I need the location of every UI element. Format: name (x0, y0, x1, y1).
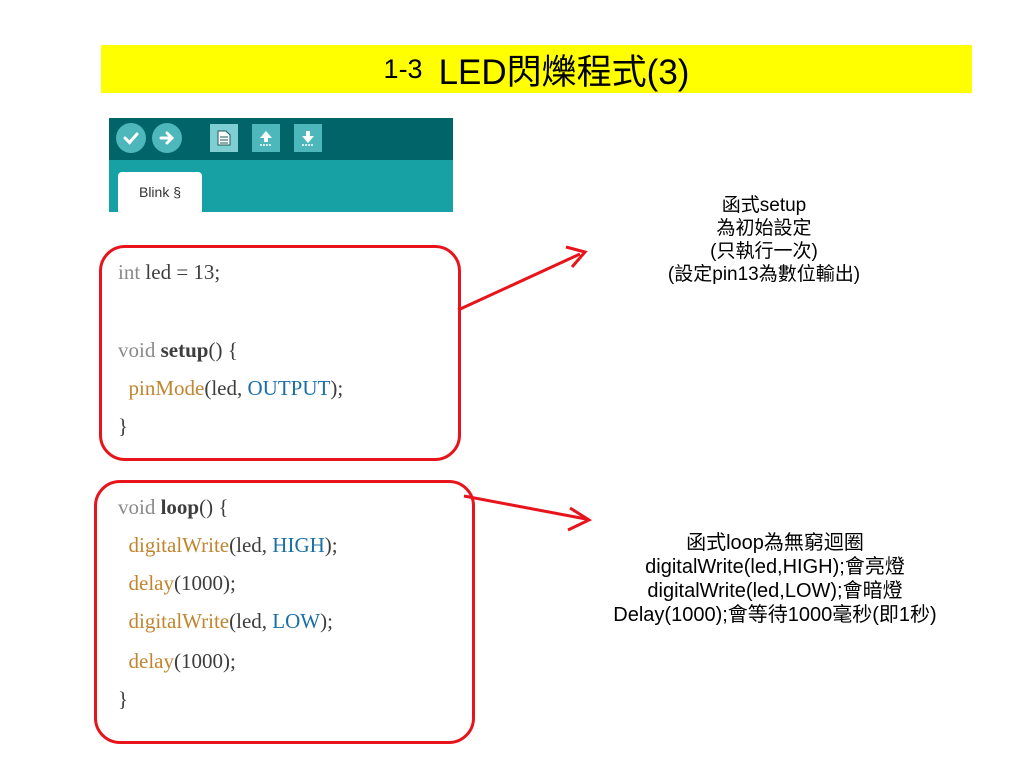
verify-icon[interactable] (116, 123, 146, 153)
desc-line: 函式setup (721, 195, 807, 216)
loop-code-box: void loop() { digitalWrite(led, HIGH); d… (94, 480, 475, 744)
setup-description: 函式setup 為初始設定 (只執行一次) (設定pin13為數位輸出) (604, 194, 924, 286)
code-line: void setup() { (118, 338, 238, 362)
code-line: } (118, 414, 129, 438)
open-icon[interactable] (252, 124, 280, 152)
upload-icon[interactable] (152, 123, 182, 153)
arduino-ide-header: Blink § (109, 118, 453, 212)
desc-line: digitalWrite(led,HIGH);會亮燈 (645, 556, 905, 578)
new-icon[interactable] (210, 124, 238, 152)
desc-line: (設定pin13為數位輸出) (667, 264, 861, 285)
desc-line: 為初始設定 (716, 218, 812, 239)
code-line: delay(1000); (128, 649, 236, 673)
desc-line: digitalWrite(led,LOW);會暗燈 (647, 580, 903, 602)
title-number: 1-3 (383, 53, 423, 84)
code-line: digitalWrite(led, HIGH); (128, 533, 338, 557)
arrow-setup-head (565, 245, 588, 268)
code-line: digitalWrite(led, LOW); (128, 609, 333, 633)
ide-tab-bar: Blink § (109, 160, 453, 212)
arrow-setup (457, 252, 581, 312)
slide-title: 1-3 LED閃爍程式(3) (101, 45, 972, 93)
code-line: delay(1000); (128, 571, 236, 595)
arrow-loop-head (567, 506, 593, 532)
code-line: pinMode(led, OUTPUT); (128, 376, 344, 400)
arrow-loop (463, 494, 587, 521)
desc-line: (只執行一次) (710, 241, 818, 262)
title-text: LED閃爍程式(3) (438, 52, 690, 92)
code-line: void loop() { (118, 495, 229, 519)
desc-line: Delay(1000);會等待1000毫秒(即1秒) (613, 604, 937, 626)
loop-description: 函式loop為無窮迴圈 digitalWrite(led,HIGH);會亮燈 d… (560, 531, 990, 627)
desc-line: 函式loop為無窮迴圈 (686, 532, 864, 554)
ide-toolbar (109, 118, 453, 160)
setup-code-box: int led = 13; void setup() { pinMode(led… (99, 245, 461, 461)
code-line: int led = 13; (118, 260, 221, 284)
code-line: } (118, 687, 129, 711)
save-icon[interactable] (294, 124, 322, 152)
tab-blink[interactable]: Blink § (118, 172, 202, 212)
